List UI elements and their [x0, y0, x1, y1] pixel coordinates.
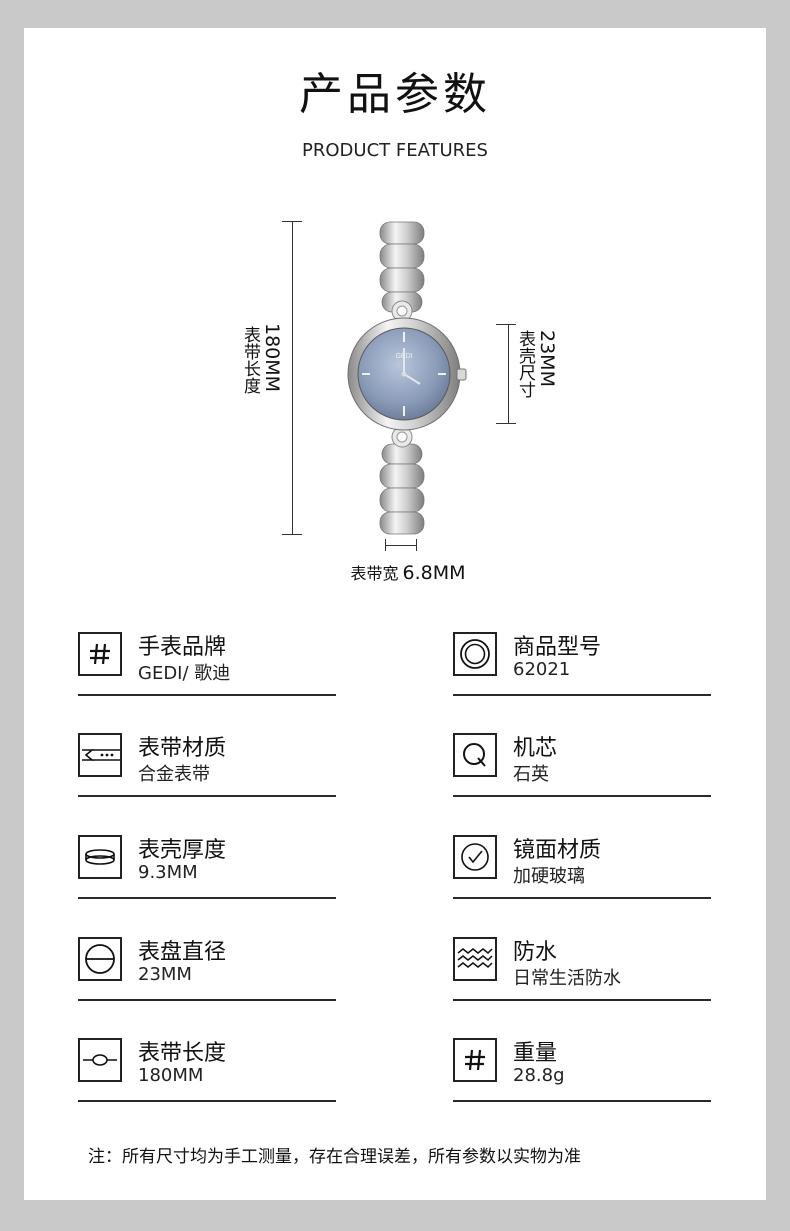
case-size-dimension-cap-top [496, 324, 516, 325]
content-card [24, 28, 766, 1200]
band-width-dimension-line [385, 545, 417, 546]
spec-label: 商品型号 [513, 635, 602, 660]
spec-case-thickness: 表壳厚度 9.3MM [78, 835, 336, 899]
spec-label: 重量 [513, 1041, 558, 1066]
lower-bracelet-links [379, 443, 425, 535]
band-width-dimension-cap-right [416, 539, 417, 551]
spec-value: 合金表带 [138, 764, 210, 785]
spec-value: 9.3MM [138, 862, 198, 883]
upper-bracelet-links [379, 221, 425, 313]
band-width-dimension-cap-left [385, 539, 386, 551]
case-size-dimension-line [508, 324, 509, 423]
strap-length-label: 表带长度 [240, 326, 260, 394]
spec-label: 表壳厚度 [138, 838, 227, 863]
hash-icon [78, 632, 122, 676]
strap-length-dimension-cap-top [282, 221, 302, 222]
spec-label: 镜面材质 [513, 838, 602, 863]
spec-value: 23MM [138, 964, 192, 985]
case-thickness-icon [78, 835, 122, 879]
spec-label: 机芯 [513, 736, 558, 761]
spec-value: 石英 [513, 764, 549, 785]
spec-model: 商品型号 62021 [453, 632, 711, 696]
case-size-dimension-cap-bottom [496, 423, 516, 424]
spec-value: 28.8g [513, 1065, 565, 1086]
watch-image: GEDI [347, 221, 467, 535]
spec-water-resistance: 防水 日常生活防水 [453, 937, 711, 1001]
spec-label: 防水 [513, 940, 558, 965]
checkmark-circle-icon [453, 835, 497, 879]
spec-label: 表带长度 [138, 1041, 227, 1066]
spec-value: 180MM [138, 1065, 204, 1086]
hash-icon [453, 1038, 497, 1082]
spec-strap-material: 表带材质 合金表带 [78, 733, 336, 797]
spec-movement: 机芯 石英 [453, 733, 711, 797]
spec-value: 加硬玻璃 [513, 866, 585, 887]
spec-brand: 手表品牌 GEDI/ 歌迪 [78, 632, 336, 696]
spec-value: 62021 [513, 659, 571, 680]
strap-length-icon [78, 1038, 122, 1082]
measurement-disclaimer: 注：所有尺寸均为手工测量，存在合理误差，所有参数以实物为准 [88, 1147, 581, 1167]
dial-brand-text: GEDI [395, 353, 412, 360]
spec-value: 日常生活防水 [513, 968, 621, 989]
spec-crystal-material: 镜面材质 加硬玻璃 [453, 835, 711, 899]
spec-weight: 重量 28.8g [453, 1038, 711, 1102]
dial-diameter-icon [78, 937, 122, 981]
strap-length-dimension-cap-bottom [282, 534, 302, 535]
page-title: 产品参数 [299, 69, 491, 120]
spec-dial-diameter: 表盘直径 23MM [78, 937, 336, 1001]
strap-length-value: 180MM [261, 323, 283, 393]
spec-label: 表带材质 [138, 736, 227, 761]
spec-label: 手表品牌 [138, 635, 227, 660]
spec-label: 表盘直径 [138, 940, 227, 965]
page-subtitle: PRODUCT FEATURES [302, 140, 488, 161]
spec-value: GEDI/ 歌迪 [138, 663, 231, 684]
quartz-q-icon [453, 733, 497, 777]
strap-buckle-icon [78, 733, 122, 777]
case-size-label: 表壳尺寸 [515, 330, 535, 398]
concentric-circles-icon [453, 632, 497, 676]
band-width-value: 6.8MM [402, 562, 466, 584]
case-size-value: 23MM [536, 330, 558, 387]
band-width-label: 表带宽 [350, 564, 399, 583]
spec-strap-length: 表带长度 180MM [78, 1038, 336, 1102]
strap-length-dimension-line [292, 222, 293, 534]
water-waves-icon [453, 937, 497, 981]
